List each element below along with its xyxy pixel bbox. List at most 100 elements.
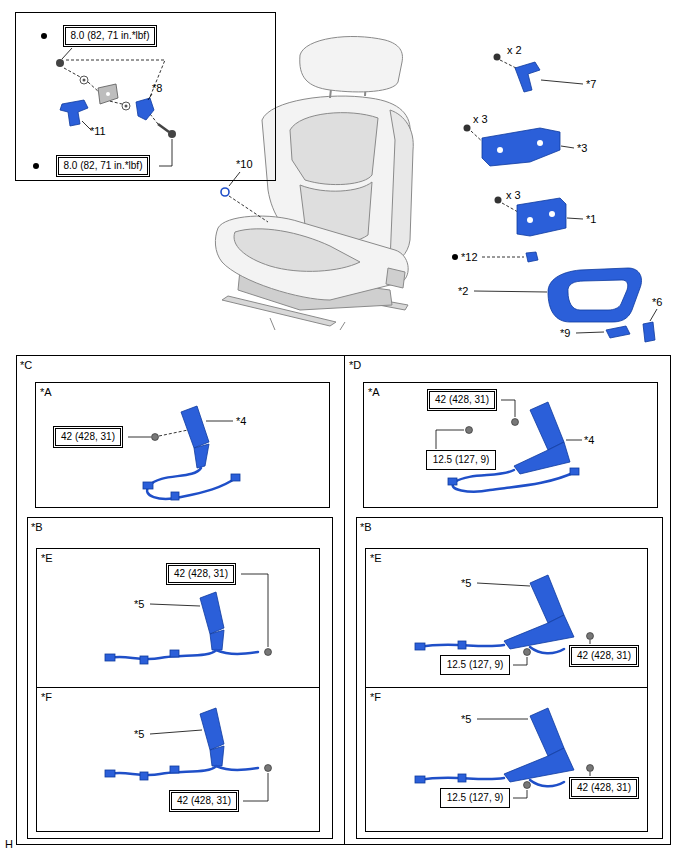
torque-box: 8.0 (82, 71 in.*lbf)	[56, 155, 151, 177]
torque-box: 42 (428, 31)	[569, 645, 639, 667]
callout-number: x 3	[506, 189, 521, 202]
frame-heading: *C	[20, 359, 32, 372]
seat-illustration	[215, 216, 408, 300]
torque-value: 8.0 (82, 71 in.*lbf)	[64, 160, 143, 171]
callout-number: *4	[584, 434, 594, 447]
callout-number: *5	[134, 728, 144, 741]
callout-number: *7	[586, 78, 596, 91]
torque-box: 12.5 (127, 9)	[440, 655, 511, 675]
part-10	[229, 196, 268, 222]
harness-d	[415, 400, 594, 798]
part-1	[567, 218, 583, 219]
part-1	[527, 217, 533, 223]
part-7	[515, 62, 583, 92]
callout-number: *8	[152, 82, 162, 95]
screw-icon	[464, 125, 471, 132]
inset-parts	[64, 60, 165, 124]
frame-heading: *A	[40, 386, 52, 399]
harness-c	[128, 421, 268, 801]
inset-parts	[83, 79, 86, 82]
torque-value: 42 (428, 31)	[435, 394, 489, 405]
part-7	[541, 80, 583, 84]
callout-number: *6	[652, 296, 662, 309]
seat-illustration	[290, 113, 378, 185]
part-12	[482, 257, 524, 258]
harness-c	[152, 434, 159, 441]
frame-heading: *F	[41, 691, 52, 704]
callout-number: x 3	[473, 113, 488, 126]
seat-illustration	[270, 318, 345, 330]
frame-heading: *B	[360, 521, 372, 534]
part-1	[517, 198, 566, 236]
torque-value: 42 (428, 31)	[174, 568, 228, 579]
part-6	[643, 309, 657, 342]
harness-d	[524, 649, 531, 656]
inset-parts	[148, 94, 152, 100]
group-frame: *E*542 (428, 31)12.5 (127, 9)	[365, 548, 648, 688]
torque-value: 12.5 (127, 9)	[447, 659, 504, 670]
callout-number: *5	[134, 598, 144, 611]
screw-icon	[494, 54, 501, 61]
harness-c	[265, 649, 272, 656]
part-3	[482, 128, 574, 166]
group-frame: *A *4 42 (428, 31)	[35, 382, 330, 508]
part-10	[229, 172, 240, 186]
seat-belt-buckle	[415, 708, 574, 786]
part-6	[643, 322, 655, 342]
callout-number: x 2	[507, 44, 522, 57]
group-frame: *8 *11 8.0 (82, 71 in.*lbf) 8.0 (82, 71 in.…	[15, 12, 276, 181]
callout-number: *11	[90, 125, 106, 138]
seat-illustration	[390, 110, 413, 262]
group-frame: *F *5 12.5 (127, 9) 42 (428, 31)	[365, 687, 648, 832]
group-frame: *B*E*542 (428, 31)*F*542 (428, 31)	[27, 517, 333, 839]
callout-number: *5	[461, 713, 471, 726]
part-1	[517, 198, 583, 236]
frame-heading: *D	[349, 359, 361, 372]
seat-illustration	[300, 36, 403, 91]
harness-c	[105, 406, 272, 801]
callout-number: *1	[586, 213, 596, 226]
torque-value: 42 (428, 31)	[61, 431, 115, 442]
harness-d	[587, 765, 594, 772]
inset-parts	[60, 100, 88, 126]
harness-d	[587, 633, 594, 640]
torque-box: 8.0 (82, 71 in.*lbf)	[63, 25, 158, 47]
group-frame: *F*542 (428, 31)	[36, 687, 320, 832]
inset-parts	[62, 48, 72, 59]
inset-parts	[33, 33, 176, 169]
inset-parts	[98, 84, 118, 104]
callout-number: *4	[236, 415, 246, 428]
torque-value: 42 (428, 31)	[577, 782, 631, 793]
inset-parts	[106, 92, 110, 96]
torque-value: 8.0 (82, 71 in.*lbf)	[71, 30, 150, 41]
frame-heading: *E	[41, 552, 53, 565]
group-frame: *D*A*442 (428, 31)12.5 (127, 9)*B*E*542 …	[344, 355, 671, 845]
group-frame: *C *A *4 42 (428, 31) *B *E *5 42 (428, 31) *F *5…	[16, 355, 345, 845]
group-frame: *A*442 (428, 31)12.5 (127, 9)	[363, 382, 658, 508]
part-3	[537, 140, 543, 146]
callout-number: *5	[461, 577, 471, 590]
seat-belt-buckle	[105, 592, 258, 664]
inset-parts	[80, 76, 88, 84]
inset-parts	[82, 121, 91, 130]
torque-value: 42 (428, 31)	[577, 650, 631, 661]
part-6	[650, 309, 657, 321]
seat-illustration	[386, 268, 405, 288]
frame-heading: *B	[31, 521, 43, 534]
torque-value: 12.5 (127, 9)	[447, 792, 504, 803]
torque-box: 12.5 (127, 9)	[426, 450, 497, 470]
torque-box: 42 (428, 31)	[53, 426, 123, 448]
inset-parts	[125, 105, 128, 108]
part-3	[497, 147, 503, 153]
seat-illustration	[234, 229, 360, 272]
seat-belt-buckle	[105, 708, 258, 780]
part-12	[526, 252, 538, 262]
frame-heading: *F	[370, 691, 381, 704]
callout-number: *2	[458, 285, 468, 298]
torque-value: 12.5 (127, 9)	[433, 454, 490, 465]
inset-parts	[136, 98, 154, 120]
inset-parts	[158, 124, 169, 132]
part-1	[549, 211, 555, 217]
inset-parts	[56, 59, 64, 67]
